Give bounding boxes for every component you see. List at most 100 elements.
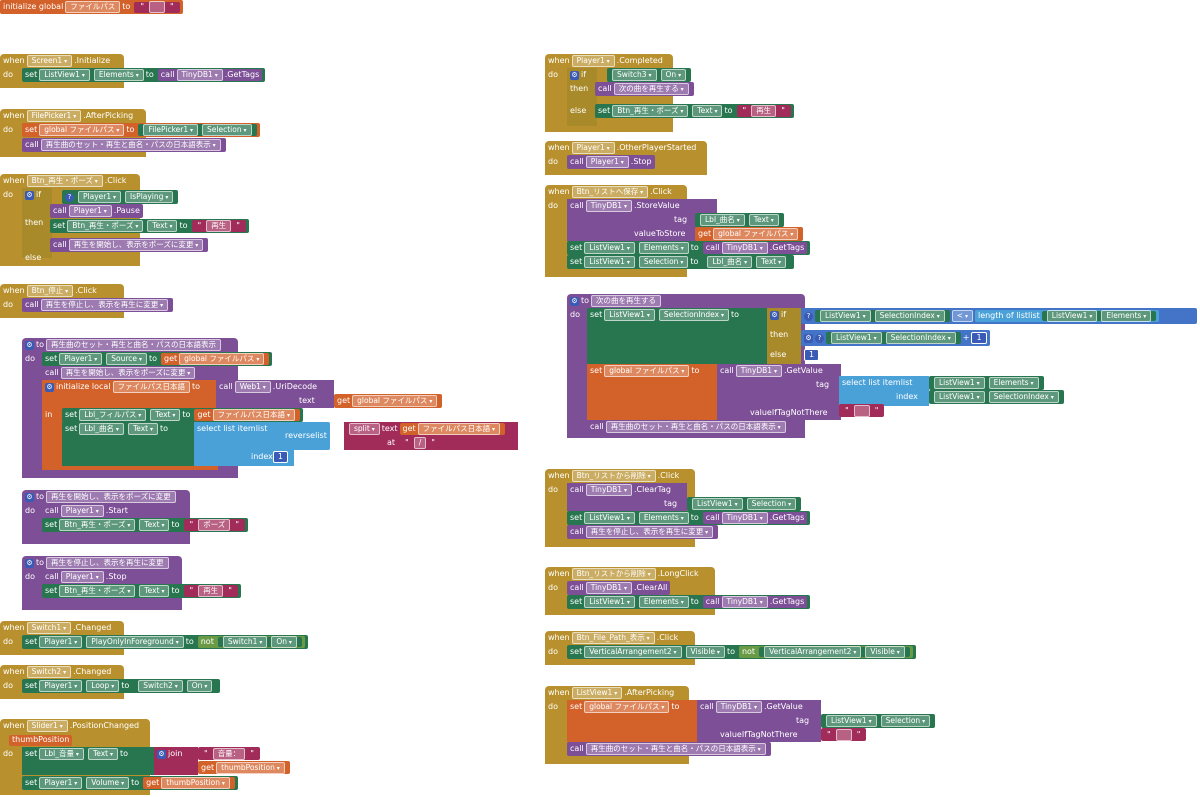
property-dropdown[interactable]: Selection xyxy=(202,124,252,136)
string-field[interactable]: 再生 xyxy=(206,220,232,232)
property-dropdown[interactable]: IsPlaying xyxy=(125,191,174,203)
string-block[interactable]: "再生" xyxy=(736,105,791,117)
getter-block[interactable]: ListView1SelectionIndex xyxy=(826,332,961,344)
getter-block-2[interactable]: ListView1SelectionIndex xyxy=(929,390,1064,404)
if-block[interactable]: ⚙if then else xyxy=(22,188,52,262)
property-dropdown[interactable]: Elements xyxy=(1101,310,1152,322)
component-dropdown[interactable]: Player1 xyxy=(68,205,112,217)
component-dropdown[interactable]: Btn_再生・ポーズ xyxy=(59,585,136,597)
property-dropdown[interactable]: Elements xyxy=(638,242,689,254)
component-dropdown[interactable]: TinyDB1 xyxy=(735,365,782,377)
property-dropdown[interactable]: Elements xyxy=(638,596,689,608)
component-dropdown[interactable]: Lbl_音量 xyxy=(39,748,84,760)
component-dropdown[interactable]: ListView1 xyxy=(584,242,635,254)
component-dropdown[interactable]: Player1 xyxy=(585,156,629,168)
component-dropdown[interactable]: Screen1 xyxy=(26,55,73,67)
var-dropdown[interactable]: ファイルパス日本語 xyxy=(417,423,501,435)
component-dropdown[interactable]: Btn_File_Path_表示 xyxy=(571,632,655,644)
component-dropdown[interactable]: TinyDB1 xyxy=(585,582,632,594)
gear-icon[interactable]: ⚙ xyxy=(25,492,34,502)
set-block[interactable]: setListView1Elementsto callTinyDB1.GetTa… xyxy=(567,595,811,609)
set-block[interactable]: setVerticalArrangement2Visibleto notVert… xyxy=(567,645,916,659)
gear-icon[interactable]: ⚙ xyxy=(25,340,34,350)
component-dropdown[interactable]: Lbl_フィルパス xyxy=(79,409,147,421)
getter-block[interactable]: ListView1Elements xyxy=(1041,310,1157,322)
component-dropdown[interactable]: Slider1 xyxy=(26,720,68,732)
property-dropdown[interactable]: Visible xyxy=(865,646,905,658)
help-icon[interactable]: ? xyxy=(815,333,824,343)
component-dropdown[interactable]: Btn_再生・ポーズ xyxy=(26,175,103,187)
getter-block[interactable]: ListView1Selection xyxy=(687,497,802,511)
component-dropdown[interactable]: Player1 xyxy=(60,571,104,583)
property-dropdown[interactable]: Loop xyxy=(86,680,120,692)
component-dropdown[interactable]: Player1 xyxy=(39,636,83,648)
property-dropdown[interactable]: Text xyxy=(139,585,170,597)
property-dropdown[interactable]: Text xyxy=(748,214,779,226)
property-dropdown[interactable]: Text xyxy=(147,220,178,232)
component-dropdown[interactable]: Switch1 xyxy=(222,636,268,648)
empty-string-block[interactable]: " " xyxy=(134,1,180,13)
split-dropdown[interactable]: split xyxy=(349,423,380,435)
operator-dropdown[interactable]: < xyxy=(951,310,973,322)
component-dropdown[interactable]: ListView1 xyxy=(831,332,882,344)
property-dropdown[interactable]: Text xyxy=(127,423,159,435)
getter-block[interactable]: FilePicker1Selection xyxy=(138,124,257,136)
component-dropdown[interactable]: Player1 xyxy=(60,505,104,517)
join-block[interactable]: ⚙join xyxy=(154,747,198,775)
component-dropdown[interactable]: ListView1 xyxy=(820,310,871,322)
var-dropdown[interactable]: ファイルパス日本語 xyxy=(212,409,295,421)
getter-block[interactable]: Switch1On xyxy=(217,636,302,648)
proc-name-field[interactable]: 再生を開始し、表示をポーズに変更 xyxy=(46,491,176,503)
component-dropdown[interactable]: Lbl_曲名 xyxy=(79,423,124,435)
proc-name-field[interactable]: 再生を停止し、表示を再生に変更 xyxy=(46,557,169,569)
var-dropdown[interactable]: global ファイルパス xyxy=(179,353,265,365)
string-field[interactable]: 再生 xyxy=(751,105,777,117)
property-dropdown[interactable]: Text xyxy=(756,256,787,268)
var-dropdown[interactable]: global ファイルパス xyxy=(352,395,438,407)
number-field[interactable]: 1 xyxy=(971,332,987,344)
component-dropdown[interactable]: Player1 xyxy=(571,142,615,154)
proc-dropdown[interactable]: 再生を開始し、表示をポーズに変更 xyxy=(68,239,204,251)
string-block[interactable]: "ポーズ" xyxy=(183,519,245,531)
not-block[interactable]: notVerticalArrangement2Visible xyxy=(738,646,913,658)
string-field[interactable]: ポーズ xyxy=(198,519,231,531)
if-block[interactable]: ⚙if then else xyxy=(567,68,597,126)
var-dropdown[interactable]: global ファイルパス xyxy=(713,228,799,240)
property-dropdown[interactable]: Text xyxy=(150,409,181,421)
proc-name-field[interactable]: 再生曲のセット・再生と曲名・パスの日本語表示 xyxy=(46,339,222,351)
property-dropdown[interactable]: Selection xyxy=(880,715,931,727)
getter-block[interactable]: Lbl_曲名Text xyxy=(702,256,792,268)
component-dropdown[interactable]: ListView1 xyxy=(571,687,623,699)
component-dropdown[interactable]: ListView1 xyxy=(934,391,985,403)
component-dropdown[interactable]: VerticalArrangement2 xyxy=(764,646,862,658)
add-block[interactable]: ⚙? ListView1SelectionIndex +1 xyxy=(801,330,990,346)
string-field[interactable] xyxy=(853,404,870,417)
